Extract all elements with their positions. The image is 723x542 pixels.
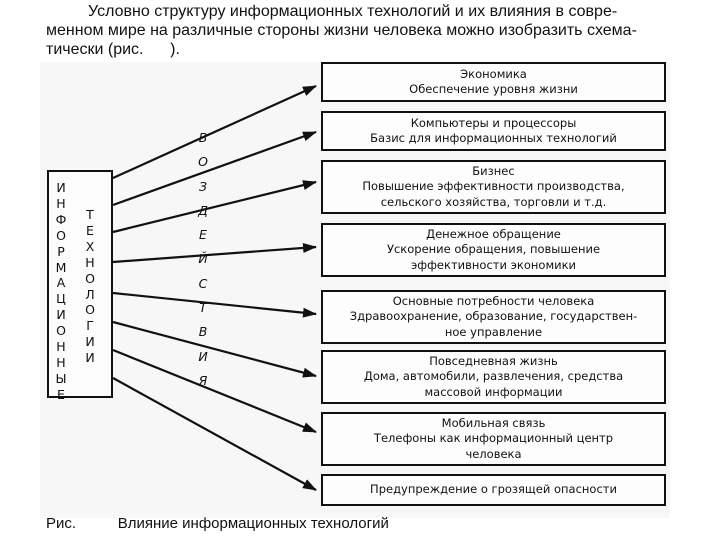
left-column-2-letter: Л — [85, 286, 95, 302]
target-line: человека — [465, 446, 522, 461]
left-column-letter: И — [56, 307, 66, 323]
target-line: Ускорение обращения, повышение — [386, 242, 601, 257]
middle-word-letter: Е — [199, 227, 207, 243]
target-line: Здравоохранение, образование, государств… — [349, 309, 638, 324]
left-column-letter: Ф — [55, 211, 67, 227]
left-column-2-letter: Г — [86, 318, 94, 334]
target-title: Бизнес — [472, 163, 515, 178]
target-line: Дома, автомобили, развлечения, средства — [363, 369, 624, 384]
connector-arrow — [112, 180, 317, 234]
info-technologies-box — [47, 170, 113, 398]
left-column-2-letter: Н — [85, 254, 95, 270]
left-column-letter: Р — [57, 243, 65, 259]
middle-word-letter: Т — [199, 300, 207, 316]
target-line: ное управление — [444, 324, 543, 339]
connector-arrow — [112, 291, 317, 318]
left-column-letter: Ы — [55, 370, 67, 386]
left-column-letter: М — [55, 259, 67, 275]
left-column-2-letter: Т — [86, 207, 94, 222]
left-column-2-letter: Х — [85, 238, 95, 254]
left-column-letter: Н — [56, 339, 66, 355]
left-column-2-letter: Е — [86, 222, 94, 238]
target-line: Обеспечение уровня жизни — [409, 82, 578, 96]
target-line: массовой информации — [424, 384, 563, 399]
middle-word-letter: Й — [198, 251, 208, 267]
target-line: Телефоны как информационный центр — [373, 431, 614, 446]
intro-line-2: менном мире на различные стороны жизни ч… — [46, 22, 637, 39]
figure-caption: Рис. Влияние информационных технологий — [46, 515, 389, 532]
intro-line-3: тически (рис. ). — [46, 41, 180, 58]
target-title: Предупреждение о грозящей опасности — [370, 482, 617, 497]
left-column-2-letter: О — [85, 270, 95, 286]
target-line: сельского хозяйства, торговли и т.д. — [380, 194, 607, 209]
left-column-letter: Ц — [56, 291, 66, 307]
left-column-letter: А — [56, 275, 66, 291]
target-title: Основные потребности человека — [392, 293, 595, 308]
target-line: эффективности экономики — [410, 257, 577, 272]
target-title: Компьютеры и процессоры — [410, 115, 577, 130]
left-column-letter: Н — [56, 195, 66, 211]
connector-arrow — [112, 348, 317, 434]
connector-arrow — [112, 130, 317, 207]
left-column-2-letter: И — [85, 350, 95, 366]
connector-arrow — [112, 320, 317, 378]
middle-word-letter: Я — [198, 372, 208, 388]
middle-word-letter: С — [198, 275, 208, 291]
target-box: Предупреждение о грозящей опасности — [321, 474, 666, 506]
target-title: Экономика — [460, 66, 527, 81]
connector-arrow — [112, 84, 317, 180]
left-column-letter: Е — [57, 386, 65, 402]
target-title: Денежное обращение — [426, 226, 561, 241]
target-title: Повседневная жизнь — [429, 353, 558, 368]
left-column-2-letter: И — [85, 334, 95, 350]
left-column-letter: О — [56, 227, 66, 243]
left-column-letter: О — [56, 323, 66, 339]
middle-word-letter: И — [198, 348, 208, 364]
left-column-2-letter: О — [85, 302, 95, 318]
left-column-letter: И — [56, 180, 66, 195]
target-line: Базис для информационных технологий — [370, 131, 617, 145]
middle-word-letter: В — [198, 130, 208, 145]
intro-line-1: Условно структуру информационных техноло… — [88, 3, 618, 20]
middle-word-letter: В — [198, 324, 208, 340]
middle-word-letter: Д — [198, 202, 208, 218]
middle-word-letter: З — [198, 178, 207, 194]
connector-arrow — [112, 242, 317, 264]
target-line: Повышение эффективности производства, — [362, 179, 625, 194]
target-title: Мобильная связь — [441, 415, 546, 430]
intro-paragraph: Условно структуру информационных техноло… — [46, 2, 706, 59]
middle-word-letter: О — [198, 154, 208, 170]
connector-arrow — [112, 377, 317, 491]
left-column-letter: Н — [56, 354, 66, 370]
